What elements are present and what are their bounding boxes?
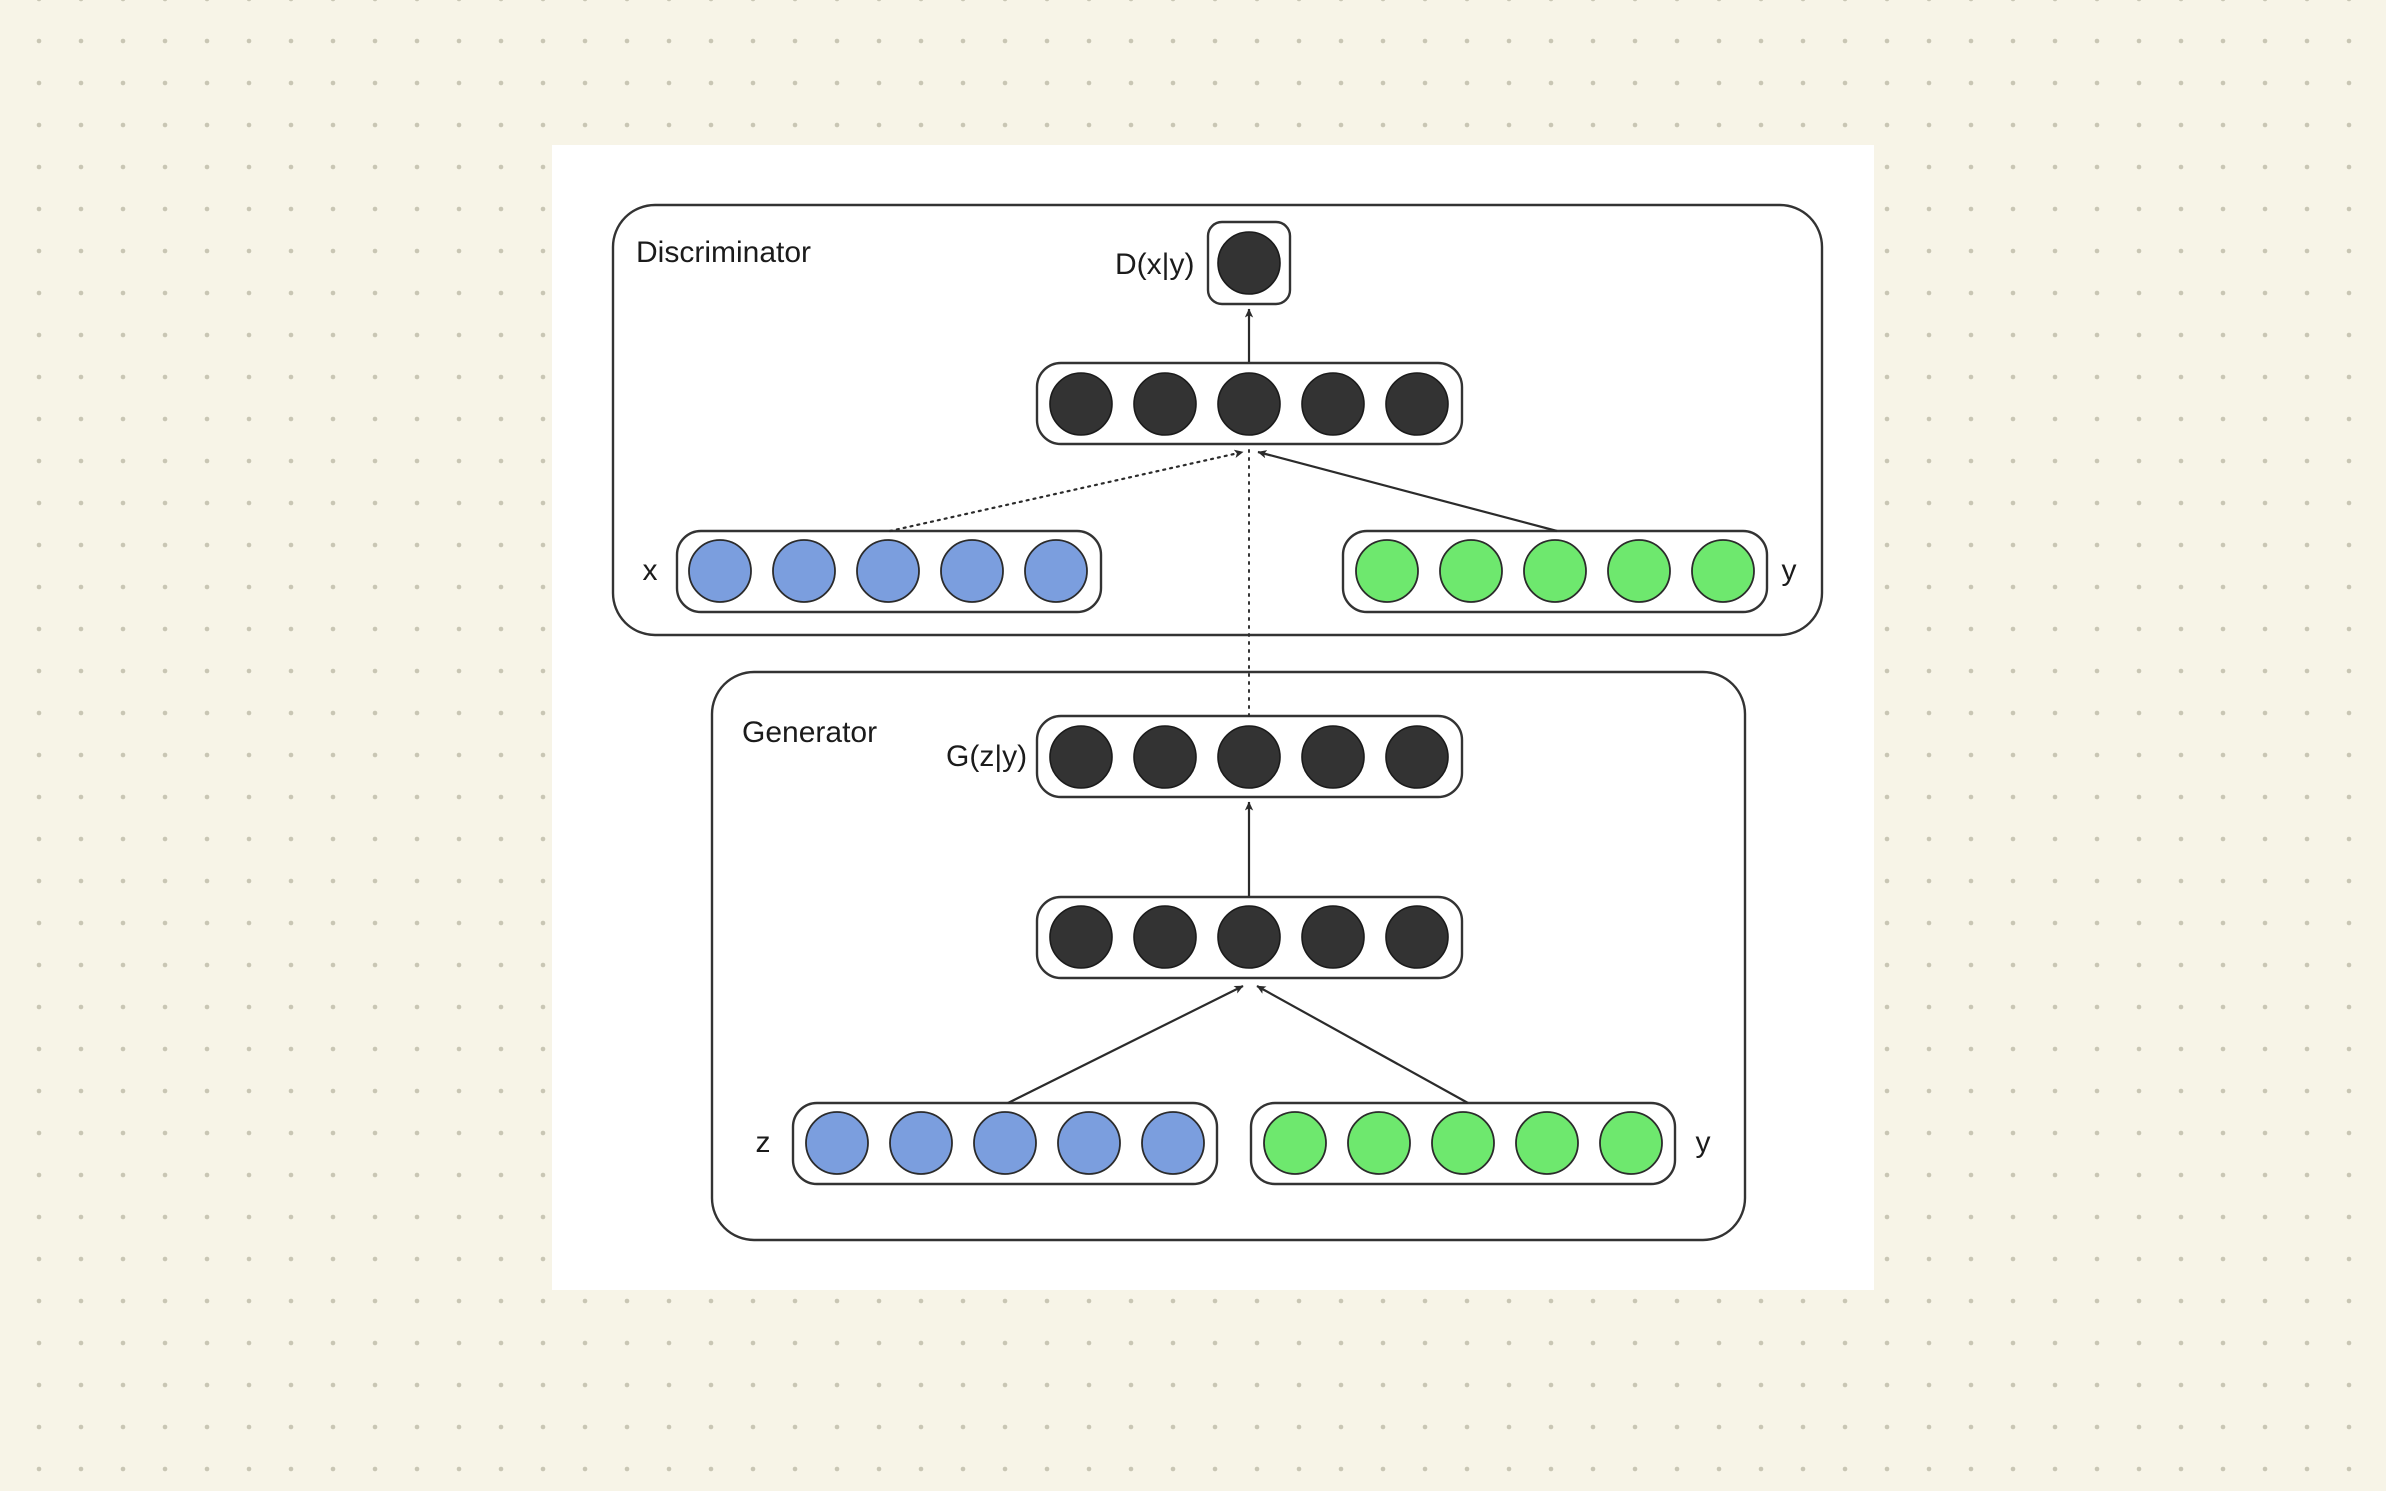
generator-output-label: G(z|y) [946, 740, 1027, 773]
generator-input-y-node [1515, 1111, 1579, 1175]
discriminator-input-x-label: x [643, 554, 658, 587]
generator-hidden-node [1049, 905, 1113, 969]
discriminator-hidden-node [1217, 372, 1281, 436]
generator-hidden-node [1217, 905, 1281, 969]
discriminator-output-node [1217, 231, 1281, 295]
discriminator-input-y-node [1355, 539, 1419, 603]
discriminator-hidden-node [1301, 372, 1365, 436]
discriminator-input-y-node [1607, 539, 1671, 603]
edge-y-to-generator-hidden [1256, 985, 1469, 1104]
generator-hidden-node [1385, 905, 1449, 969]
generator-input-z-node [1141, 1111, 1205, 1175]
generator-output-node [1385, 725, 1449, 789]
discriminator-hidden-node [1133, 372, 1197, 436]
generator-input-y-node [1431, 1111, 1495, 1175]
discriminator-input-y-node [1439, 539, 1503, 603]
discriminator-input-x-node [688, 539, 752, 603]
generator-input-y-label: y [1696, 1126, 1711, 1159]
edge-z-to-generator-hidden [1007, 985, 1244, 1104]
discriminator-hidden-node [1049, 372, 1113, 436]
generator-output-node [1049, 725, 1113, 789]
discriminator-hidden-node [1385, 372, 1449, 436]
discriminator-title: Discriminator [636, 236, 811, 269]
generator-title: Generator [742, 716, 877, 749]
discriminator-input-y-label: y [1782, 554, 1797, 587]
discriminator-input-x-node [772, 539, 836, 603]
generator-hidden-node [1133, 905, 1197, 969]
generator-input-z-node [805, 1111, 869, 1175]
discriminator-input-x-node [1024, 539, 1088, 603]
generator-output-node [1133, 725, 1197, 789]
discriminator-input-y-node [1691, 539, 1755, 603]
generator-input-z-node [1057, 1111, 1121, 1175]
generator-output-node [1217, 725, 1281, 789]
discriminator-input-y-node [1523, 539, 1587, 603]
generator-input-y-node [1263, 1111, 1327, 1175]
discriminator-output-label: D(x|y) [1115, 248, 1194, 281]
generator-hidden-node [1301, 905, 1365, 969]
discriminator-input-x-node [940, 539, 1004, 603]
edge-y-to-discriminator-hidden [1257, 450, 1558, 533]
edge-x-to-discriminator-hidden [888, 449, 1245, 533]
generator-output-node [1301, 725, 1365, 789]
generator-input-z-node [889, 1111, 953, 1175]
discriminator-input-x-node [856, 539, 920, 603]
generator-input-y-node [1347, 1111, 1411, 1175]
generator-input-z-label: z [756, 1126, 771, 1159]
generator-input-z-node [973, 1111, 1037, 1175]
generator-input-y-node [1599, 1111, 1663, 1175]
